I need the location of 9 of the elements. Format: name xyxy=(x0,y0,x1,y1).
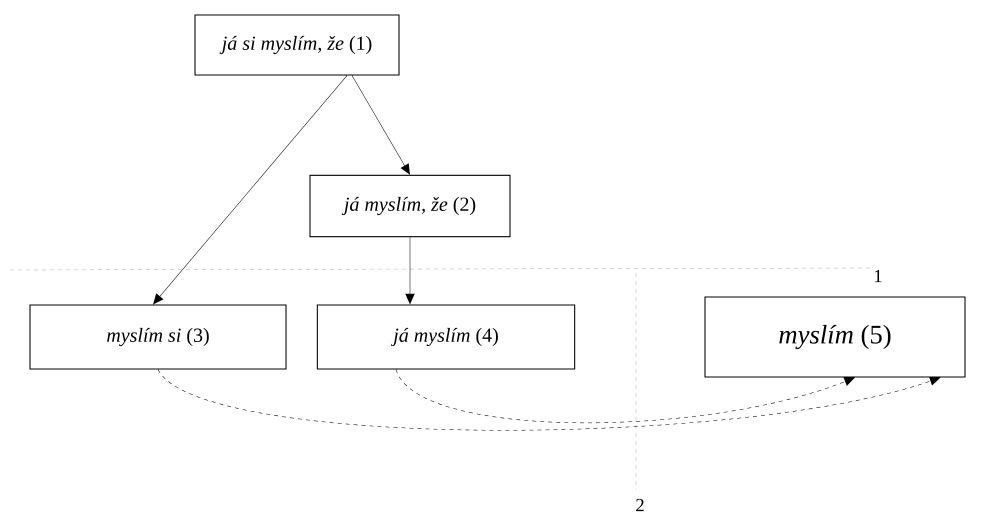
arrow xyxy=(405,236,415,304)
axis-number: 2 xyxy=(636,498,644,512)
arrow xyxy=(153,75,348,304)
arrow xyxy=(396,369,855,424)
text-box: myslím (5) xyxy=(704,296,966,378)
text-box: já myslím (4) xyxy=(316,304,576,370)
text-box: já si myslím, že (1) xyxy=(194,14,400,76)
text-box: já myslím, že (2) xyxy=(309,174,511,238)
text-box: myslím si (3) xyxy=(29,304,287,370)
